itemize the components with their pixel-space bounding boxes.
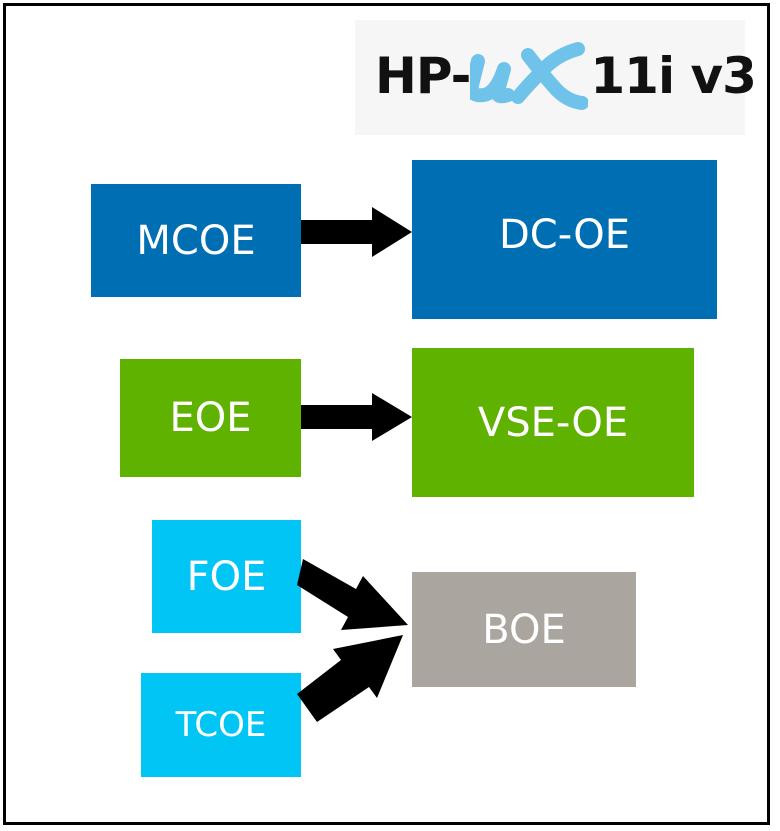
node-mcoe-label: MCOE	[136, 217, 256, 264]
logo-prefix: HP-	[375, 47, 471, 105]
logo-suffix: 11i v3	[590, 47, 757, 105]
node-foe: FOE	[152, 520, 301, 633]
node-vse-oe: VSE-OE	[412, 348, 694, 497]
node-vse-oe-label: VSE-OE	[477, 399, 629, 446]
node-boe-label: BOE	[482, 606, 566, 653]
node-dc-oe-label: DC-OE	[498, 212, 631, 258]
node-foe-label: FOE	[186, 553, 267, 600]
node-eoe: EOE	[120, 359, 301, 477]
node-eoe-label: EOE	[169, 395, 252, 441]
node-mcoe: MCOE	[91, 184, 301, 297]
node-dc-oe: DC-OE	[412, 160, 717, 319]
hp-ux-logo: HP- 11i v3	[375, 36, 757, 116]
node-boe: BOE	[412, 572, 636, 687]
node-tcoe: TCOE	[141, 673, 301, 777]
node-tcoe-label: TCOE	[175, 705, 267, 745]
ux-script-mark-icon	[470, 42, 589, 110]
